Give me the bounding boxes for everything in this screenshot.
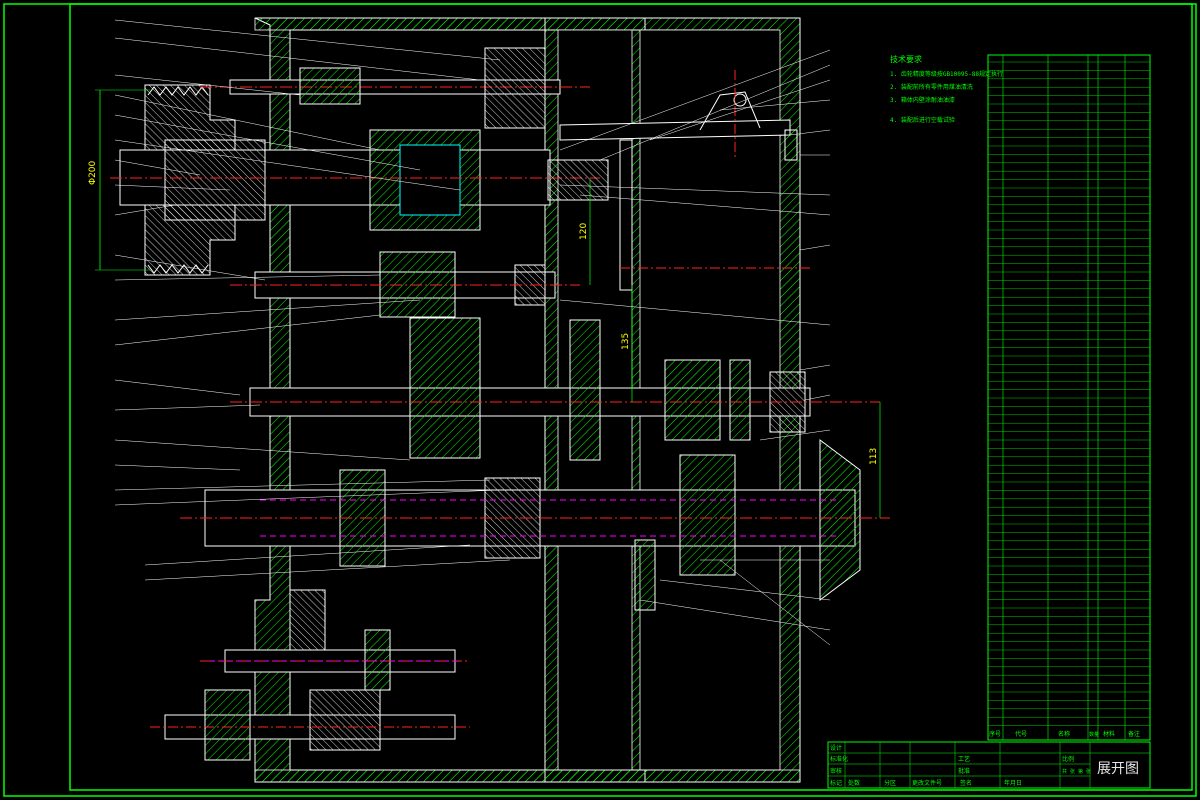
shaft-4 xyxy=(230,317,880,461)
shaft-2 xyxy=(110,129,609,231)
parts-list: 序号 代号 名称 数量 材料 备注 xyxy=(987,54,1151,741)
leader-lines-right xyxy=(559,49,831,646)
shaft-3 xyxy=(230,251,580,318)
pulley-diameter-label: Φ200 xyxy=(88,160,98,185)
title-block-header-3: 更改文件号 xyxy=(912,779,942,787)
leader-lines-left xyxy=(114,19,511,581)
note-4: 4. 装配后进行空载试验 xyxy=(890,116,955,124)
title-block-scale: 比例 xyxy=(1062,755,1074,763)
note-2: 2. 装配前所有零件用煤油清洗 xyxy=(890,83,973,91)
title-block: 标记 处数 分区 更改文件号 签名 年月日 设计 标准化 审核 工艺 批准 比例… xyxy=(827,741,1151,789)
shaft-1 xyxy=(200,47,590,129)
title-block-header-1: 处数 xyxy=(848,779,860,787)
title-block-header-0: 标记 xyxy=(830,779,842,787)
aux-shafts xyxy=(150,589,470,761)
dimension-lines xyxy=(589,180,881,518)
dim-spindle-bore: 113 xyxy=(869,448,879,465)
inner-border xyxy=(69,3,1193,791)
title-block-role-0: 设计 xyxy=(830,744,842,752)
parts-header-index: 序号 xyxy=(989,730,1001,738)
title-block-header-5: 年月日 xyxy=(1004,779,1022,787)
title-block-role-2: 审核 xyxy=(830,767,842,775)
note-3: 3. 箱体内壁涂耐油油漆 xyxy=(890,96,955,104)
title-block-header-2: 分区 xyxy=(884,779,896,787)
title-block-header-4: 签名 xyxy=(960,779,972,787)
title-block-sheet: 共 张 第 张 xyxy=(1062,768,1091,775)
parts-header-remark: 备注 xyxy=(1128,730,1140,738)
title-block-role-3: 工艺 xyxy=(958,755,970,763)
drawing-title: 展开图 xyxy=(1097,761,1139,777)
title-block-role-1: 标准化 xyxy=(830,755,848,763)
parts-header-qty: 数量 xyxy=(1089,731,1099,738)
dim-shaft-span: 120 xyxy=(579,223,589,240)
title-block-role-4: 批准 xyxy=(958,767,970,775)
notes-heading: 技术要求 xyxy=(890,54,922,64)
technical-notes: 技术要求 1. 齿轮精度等级按GB10095-88规定执行 2. 装配前所有零件… xyxy=(890,54,1003,124)
note-1: 1. 齿轮精度等级按GB10095-88规定执行 xyxy=(890,70,1003,78)
parts-list-header: 序号 代号 名称 数量 材料 备注 xyxy=(989,730,1140,738)
parts-header-code: 代号 xyxy=(1015,730,1027,738)
dim-center-distance: 135 xyxy=(621,333,631,350)
parts-header-material: 材料 xyxy=(1103,730,1115,738)
parts-header-name: 名称 xyxy=(1058,730,1070,738)
